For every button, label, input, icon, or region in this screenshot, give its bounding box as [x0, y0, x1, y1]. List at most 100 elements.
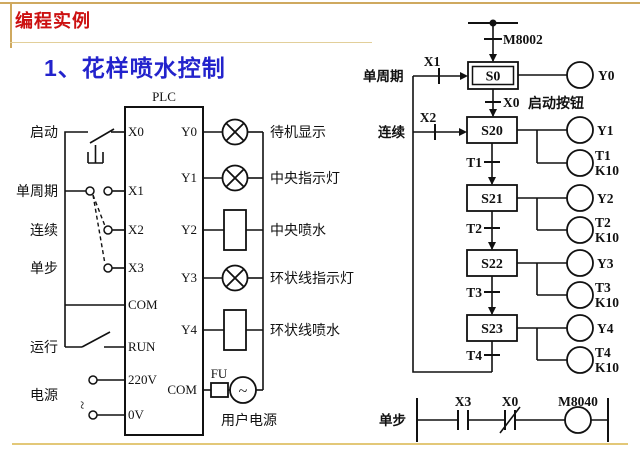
plc-box	[124, 106, 204, 436]
bottom-border-line	[12, 443, 628, 445]
arrow-down-icon	[489, 109, 497, 117]
plc-wiring-diagram: PLC X0 X1 X2 X3 COM RUN 220V 0V Y0 Y1 Y2…	[16, 89, 354, 436]
label-single-step: 单步	[30, 261, 58, 277]
t2-label: T2	[595, 215, 611, 230]
label-central-spray: 中央喷水	[270, 223, 326, 239]
s23-label: S23	[481, 322, 503, 337]
contact-x0-nc-icon: X0	[499, 394, 521, 434]
m8002-label: M8002	[503, 32, 543, 47]
action-t4-icon	[566, 346, 594, 374]
arrow-right-icon	[460, 72, 468, 80]
single-cycle-label: 单周期	[363, 68, 404, 84]
terminal-y4: Y4	[181, 322, 197, 337]
single-step-ladder: 单步 X3 X0 M8040	[379, 394, 609, 442]
x2-label: X2	[420, 110, 437, 125]
selector-pivot-icon	[85, 186, 95, 196]
y4-label: Y4	[597, 321, 614, 336]
pushbutton-actuator-icon	[87, 145, 104, 164]
step-s0: S0	[467, 61, 519, 90]
label-ring-indicator: 环状线指示灯	[270, 271, 354, 287]
y1-label: Y1	[597, 123, 614, 138]
output-wiring: FU ~ 用户电源	[203, 118, 277, 429]
x0-label: X0	[503, 95, 520, 110]
title-underline	[10, 42, 372, 43]
lamp-y3-icon	[221, 264, 249, 292]
contact-x3-icon: X3	[455, 394, 471, 430]
t4-k10-label: K10	[595, 360, 619, 375]
valve-y4-icon	[223, 309, 247, 351]
fuse-label: FU	[211, 366, 228, 381]
sfc-diagram: M8002 S0 Y0 单周期 X1 X0 启动按钮	[363, 19, 619, 442]
arrow-down-icon	[488, 307, 496, 315]
terminal-y1: Y1	[181, 170, 197, 185]
ac-symbol-left: ~	[73, 401, 89, 409]
terminal-run: RUN	[128, 339, 156, 354]
t3-transition-label: T3	[466, 285, 482, 300]
output-terminal-labels: Y0 Y1 Y2 Y3 Y4 COM	[167, 124, 197, 397]
label-single-cycle: 单周期	[16, 184, 58, 200]
y2-label: Y2	[597, 191, 614, 206]
start-note: 启动按钮	[528, 95, 584, 112]
y0-label: Y0	[598, 68, 615, 83]
terminal-y2: Y2	[181, 222, 197, 237]
terminal-y3: Y3	[181, 270, 197, 285]
label-central-indicator: 中央指示灯	[270, 171, 340, 187]
arrow-down-icon	[488, 242, 496, 250]
x1-label: X1	[424, 54, 441, 69]
continuous-label: 连续	[378, 124, 405, 140]
valve-y2-icon	[223, 209, 247, 251]
action-y0-icon	[566, 61, 594, 89]
input-function-labels: 启动 单周期 连续 单步 运行 电源	[16, 125, 58, 404]
arrow-right-icon	[459, 128, 467, 136]
terminal-com-out: COM	[167, 382, 197, 397]
label-power: 电源	[30, 388, 58, 404]
s22-label: S22	[481, 257, 503, 272]
terminal-x3: X3	[128, 260, 144, 275]
action-y1-icon	[566, 116, 594, 144]
continuous-branch: 连续 X2	[378, 110, 467, 140]
step-s22: S22 Y3 T3 K10 T3	[466, 249, 619, 315]
terminal-com-in: COM	[128, 297, 158, 312]
section-title: 1、花样喷水控制	[44, 55, 226, 81]
label-continuous: 连续	[30, 222, 58, 239]
terminal-x2: X2	[128, 222, 144, 237]
action-t1-icon	[566, 149, 594, 177]
t1-k10-label: K10	[595, 163, 619, 178]
t3-label: T3	[595, 280, 611, 295]
y3-label: Y3	[597, 256, 614, 271]
t2-k10-label: K10	[595, 230, 619, 245]
s0-label: S0	[486, 70, 501, 85]
ac-source-icon: ~	[229, 376, 257, 404]
terminal-y0: Y0	[181, 124, 197, 139]
s20-label: S20	[481, 124, 503, 139]
page-title: 编程实例	[15, 11, 91, 31]
label-standby-display: 待机显示	[270, 125, 326, 141]
arrow-down-icon	[488, 177, 496, 185]
lamp-y0-icon	[221, 118, 249, 146]
terminal-0v: 0V	[128, 407, 145, 422]
t3-k10-label: K10	[595, 295, 619, 310]
m8040-label: M8040	[558, 394, 598, 409]
arrow-down-icon	[489, 54, 497, 62]
sfc-init: M8002	[468, 19, 543, 62]
s21-label: S21	[481, 192, 503, 207]
input-wiring: ~	[64, 128, 125, 420]
fuse-icon	[210, 382, 229, 398]
x0-contact-label: X0	[502, 394, 519, 409]
input-terminal-labels: X0 X1 X2 X3 COM RUN 220V 0V	[128, 124, 158, 422]
step-s23: S23 Y4 T4 K10 T4	[466, 314, 619, 375]
top-border-line	[0, 2, 640, 4]
start-switch-blade-icon	[89, 128, 115, 144]
lamp-y1-icon	[221, 164, 249, 192]
t4-transition-label: T4	[466, 348, 482, 363]
output-function-labels: 待机显示 中央指示灯 中央喷水 环状线指示灯 环状线喷水	[270, 125, 354, 339]
step-s20: S20 Y1 T1 K10 T1	[466, 116, 619, 185]
action-y2-icon	[566, 184, 594, 212]
action-y4-icon	[566, 314, 594, 342]
single-cycle-branch: 单周期 X1	[363, 54, 468, 84]
plc-label: PLC	[152, 89, 176, 104]
terminal-x1: X1	[128, 183, 144, 198]
selector-dashed-x3	[92, 194, 106, 265]
action-y3-icon	[566, 249, 594, 277]
